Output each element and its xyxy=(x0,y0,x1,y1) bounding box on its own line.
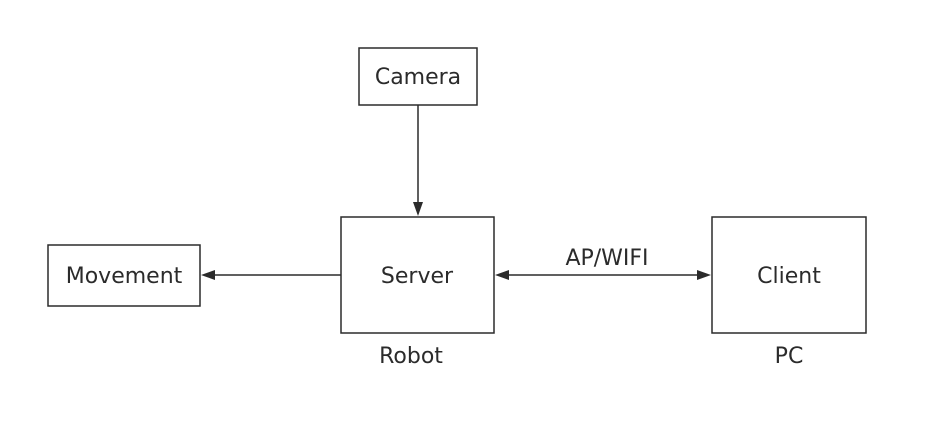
client-side-arrowhead xyxy=(697,270,711,280)
server-side-arrowhead xyxy=(495,270,509,280)
camera-to-server-arrowhead xyxy=(413,202,423,216)
server-client-edge xyxy=(495,270,711,280)
server-label: Server xyxy=(381,264,454,289)
movement-label: Movement xyxy=(66,264,183,289)
robot-caption: Robot xyxy=(379,344,443,369)
camera-label: Camera xyxy=(375,65,461,90)
server-to-movement-edge xyxy=(201,270,341,280)
movement-node: Movement xyxy=(47,244,201,307)
client-label: Client xyxy=(757,264,821,289)
client-node: Client xyxy=(711,216,867,334)
camera-node: Camera xyxy=(358,47,478,106)
camera-to-server-edge xyxy=(413,105,423,216)
server-to-movement-arrowhead xyxy=(201,270,215,280)
ap-wifi-label: AP/WIFI xyxy=(565,246,648,271)
pc-caption: PC xyxy=(775,344,804,369)
server-node: Server xyxy=(340,216,495,334)
